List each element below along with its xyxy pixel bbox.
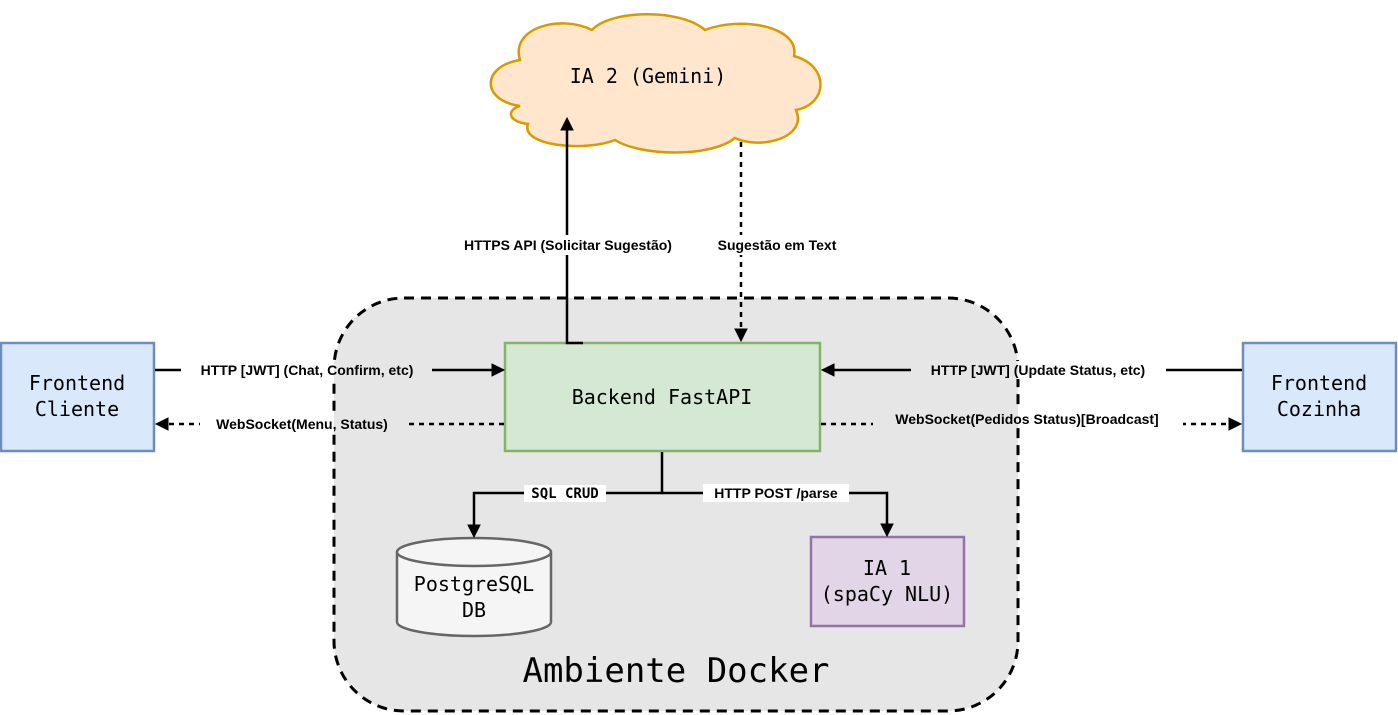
backend-node: Backend FastAPI [503,341,822,453]
postgres-label-line1: PostgreSQL [414,572,534,596]
postgres-label-line2: DB [462,598,486,622]
ia1-label-line2: (spaCy NLU) [821,582,953,606]
edge-label-from-gemini: Sugestão em Text [718,237,837,253]
edge-cozinha-ws: WebSocket(Pedidos Status)[Broadcast] [821,410,1243,431]
db-cylinder-top [395,536,553,568]
frontend-cliente-box [0,341,156,453]
edge-cozinha-http: HTTP [JWT] (Update Status, etc) [820,361,1242,379]
frontend-cliente-node: Frontend Cliente [0,341,156,453]
cloud-ia2-label: IA 2 (Gemini) [570,64,727,88]
frontend-cliente-label-line1: Frontend [29,371,125,395]
frontend-cozinha-node: Frontend Cozinha [1241,341,1398,453]
edge-cliente-ws: WebSocket(Menu, Status) [154,415,504,433]
edge-label-cliente-http: HTTP [JWT] (Chat, Confirm, etc) [201,362,414,378]
frontend-cozinha-box [1241,341,1398,453]
cloud-ia2-node: IA 2 (Gemini) [489,13,822,154]
edge-sql: SQL CRUD [467,452,664,539]
backend-box [503,341,822,453]
edge-label-cozinha-http: HTTP [JWT] (Update Status, etc) [931,362,1145,378]
ia1-box [809,535,966,628]
edge-from-gemini: Sugestão em Text [705,142,849,343]
db-cylinder-body [395,552,553,638]
edge-to-gemini: HTTPS API (Solicitar Sugestão) [444,116,692,345]
frontend-cliente-label-line2: Cliente [35,397,119,421]
edge-label-parse: HTTP POST /parse [714,485,838,501]
postgres-db-node: PostgreSQL DB [395,536,553,638]
backend-label: Backend FastAPI [572,385,753,409]
ia1-label-line1: IA 1 [863,556,911,580]
docker-environment-label: Ambiente Docker [522,651,829,691]
frontend-cozinha-label-line2: Cozinha [1277,397,1361,421]
cloud-shape [489,13,822,154]
edge-label-to-gemini: HTTPS API (Solicitar Sugestão) [464,237,672,253]
edge-label-cliente-ws: WebSocket(Menu, Status) [216,416,388,432]
edge-label-cozinha-ws: WebSocket(Pedidos Status)[Broadcast] [895,411,1158,427]
edge-label-sql: SQL CRUD [531,486,598,502]
edge-parse: HTTP POST /parse [662,484,894,538]
frontend-cozinha-label-line1: Frontend [1271,371,1367,395]
edge-cliente-http: HTTP [JWT] (Chat, Confirm, etc) [155,361,506,379]
ia1-node: IA 1 (spaCy NLU) [809,535,966,628]
